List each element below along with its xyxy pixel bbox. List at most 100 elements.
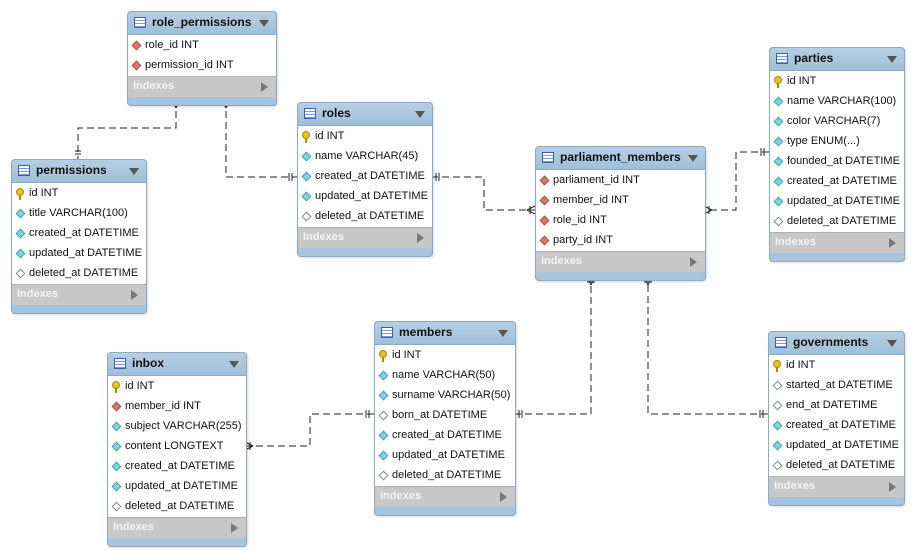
caret-right-icon[interactable]	[417, 233, 424, 243]
column-label: created_at DATETIME	[392, 429, 502, 441]
column-row[interactable]: created_at DATETIME	[108, 457, 246, 477]
column-row[interactable]: created_at DATETIME	[12, 224, 146, 244]
column-row[interactable]: started_at DATETIME	[769, 376, 904, 396]
column-row[interactable]: updated_at DATETIME	[12, 244, 146, 264]
caret-right-icon[interactable]	[889, 238, 896, 248]
filled-diamond-icon	[301, 191, 312, 202]
column-label: member_id INT	[553, 194, 629, 206]
column-row[interactable]: deleted_at DATETIME	[108, 497, 246, 517]
caret-right-icon[interactable]	[261, 82, 268, 92]
column-row[interactable]: content LONGTEXT	[108, 437, 246, 457]
column-row[interactable]: name VARCHAR(50)	[375, 366, 515, 386]
column-row[interactable]: founded_at DATETIME	[770, 152, 904, 172]
caret-down-icon[interactable]	[259, 20, 269, 27]
column-label: title VARCHAR(100)	[29, 207, 128, 219]
table-header[interactable]: governments	[769, 332, 904, 354]
table-header[interactable]: parties	[770, 48, 904, 70]
column-row[interactable]: role_id INT	[536, 211, 705, 231]
caret-right-icon[interactable]	[131, 290, 138, 300]
column-row[interactable]: created_at DATETIME	[375, 426, 515, 446]
caret-down-icon[interactable]	[129, 168, 139, 175]
caret-right-icon[interactable]	[231, 523, 238, 533]
hollow-diamond-icon	[772, 400, 783, 411]
hollow-diamond-icon	[301, 211, 312, 222]
indexes-section[interactable]: Indexes	[108, 517, 246, 538]
column-row[interactable]: deleted_at DATETIME	[770, 212, 904, 232]
column-row[interactable]: id INT	[375, 346, 515, 366]
indexes-section[interactable]: Indexes	[770, 232, 904, 253]
column-row[interactable]: subject VARCHAR(255)	[108, 417, 246, 437]
caret-right-icon[interactable]	[889, 482, 896, 492]
column-label: party_id INT	[553, 234, 613, 246]
hollow-diamond-icon	[772, 460, 783, 471]
column-row[interactable]: name VARCHAR(100)	[770, 92, 904, 112]
caret-right-icon[interactable]	[500, 492, 507, 502]
caret-down-icon[interactable]	[415, 111, 425, 118]
column-row[interactable]: id INT	[12, 184, 146, 204]
column-row[interactable]: updated_at DATETIME	[298, 187, 432, 207]
table-header[interactable]: members	[375, 322, 515, 344]
column-row[interactable]: color VARCHAR(7)	[770, 112, 904, 132]
indexes-section[interactable]: Indexes	[536, 251, 705, 272]
column-row[interactable]: name VARCHAR(45)	[298, 147, 432, 167]
key-icon	[379, 350, 387, 362]
caret-down-icon[interactable]	[887, 56, 897, 63]
column-label: born_at DATETIME	[392, 409, 488, 421]
column-row[interactable]: member_id INT	[536, 191, 705, 211]
column-row[interactable]: id INT	[298, 127, 432, 147]
column-row[interactable]: updated_at DATETIME	[770, 192, 904, 212]
column-row[interactable]: created_at DATETIME	[770, 172, 904, 192]
column-row[interactable]: id INT	[770, 72, 904, 92]
caret-right-icon[interactable]	[690, 257, 697, 267]
table-header[interactable]: role_permissions	[128, 12, 276, 34]
table-header[interactable]: permissions	[12, 160, 146, 182]
column-row[interactable]: id INT	[108, 377, 246, 397]
caret-down-icon[interactable]	[229, 361, 239, 368]
caret-down-icon[interactable]	[887, 340, 897, 347]
filled-diamond-icon	[772, 440, 783, 451]
column-row[interactable]: deleted_at DATETIME	[769, 456, 904, 476]
column-row[interactable]: end_at DATETIME	[769, 396, 904, 416]
column-row[interactable]: updated_at DATETIME	[375, 446, 515, 466]
caret-down-icon[interactable]	[498, 330, 508, 337]
indexes-section[interactable]: Indexes	[375, 486, 515, 507]
table-header[interactable]: parliament_members	[536, 147, 705, 169]
column-row[interactable]: surname VARCHAR(50)	[375, 386, 515, 406]
indexes-section[interactable]: Indexes	[128, 76, 276, 97]
column-row[interactable]: member_id INT	[108, 397, 246, 417]
column-row[interactable]: created_at DATETIME	[769, 416, 904, 436]
column-row[interactable]: id INT	[769, 356, 904, 376]
indexes-section[interactable]: Indexes	[12, 284, 146, 305]
column-row[interactable]: deleted_at DATETIME	[298, 207, 432, 227]
key-icon	[774, 76, 782, 88]
red-diamond-icon	[539, 175, 550, 186]
indexes-section[interactable]: Indexes	[298, 227, 432, 248]
column-row[interactable]: title VARCHAR(100)	[12, 204, 146, 224]
column-row[interactable]: created_at DATETIME	[298, 167, 432, 187]
column-row[interactable]: born_at DATETIME	[375, 406, 515, 426]
table-header[interactable]: inbox	[108, 353, 246, 375]
column-row[interactable]: type ENUM(...)	[770, 132, 904, 152]
table-header[interactable]: roles	[298, 103, 432, 125]
column-row[interactable]: permission_id INT	[128, 56, 276, 76]
filled-diamond-icon	[15, 248, 26, 259]
red-diamond-icon	[539, 235, 550, 246]
column-row[interactable]: deleted_at DATETIME	[12, 264, 146, 284]
column-row[interactable]: party_id INT	[536, 231, 705, 251]
indexes-section[interactable]: Indexes	[769, 476, 904, 497]
caret-down-icon[interactable]	[688, 155, 698, 162]
column-row[interactable]: updated_at DATETIME	[108, 477, 246, 497]
column-row[interactable]: updated_at DATETIME	[769, 436, 904, 456]
column-row[interactable]: role_id INT	[128, 36, 276, 56]
column-row[interactable]: deleted_at DATETIME	[375, 466, 515, 486]
column-row[interactable]: parliament_id INT	[536, 171, 705, 191]
